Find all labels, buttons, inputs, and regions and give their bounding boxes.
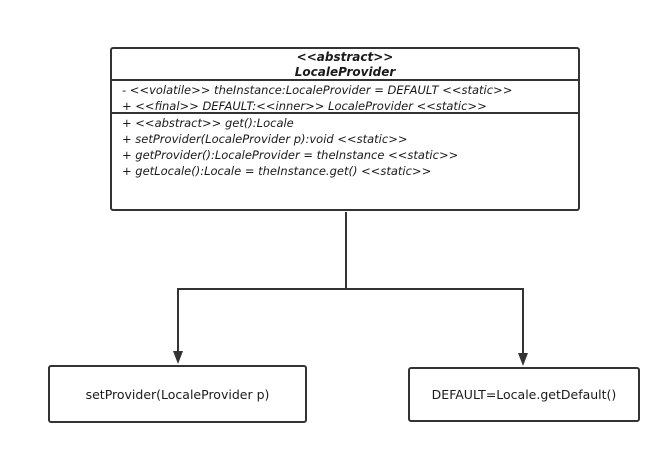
method-row: + <<abstract>> get():Locale xyxy=(122,116,294,130)
connector-to-setprovider xyxy=(177,212,347,352)
setprovider-label: setProvider(LocaleProvider p) xyxy=(85,386,270,402)
method-row: + getLocale():Locale = theInstance.get()… xyxy=(122,164,432,178)
default-label: DEFAULT=Locale.getDefault() xyxy=(431,387,617,402)
class-stereotype: <<abstract>> xyxy=(296,50,394,64)
default-box: DEFAULT=Locale.getDefault() xyxy=(408,367,640,422)
method-row: + setProvider(LocaleProvider p):void <<s… xyxy=(122,132,408,146)
class-header: <<abstract>> LocaleProvider xyxy=(112,49,578,81)
attribute-row: - <<volatile>> theInstance:LocaleProvide… xyxy=(122,83,513,97)
method-row: + getProvider():LocaleProvider = theInst… xyxy=(122,148,459,162)
connector-to-default xyxy=(346,288,524,354)
arrowhead-left xyxy=(173,351,183,364)
setprovider-box: setProvider(LocaleProvider p) xyxy=(48,365,307,423)
class-name: LocaleProvider xyxy=(294,65,396,79)
locale-provider-class: <<abstract>> LocaleProvider - <<volatile… xyxy=(110,47,580,211)
class-attributes: - <<volatile>> theInstance:LocaleProvide… xyxy=(112,81,578,114)
class-methods: + <<abstract>> get():Locale + setProvide… xyxy=(112,114,578,180)
attribute-row: + <<final>> DEFAULT:<<inner>> LocaleProv… xyxy=(122,99,487,113)
arrowhead-right xyxy=(518,353,528,366)
